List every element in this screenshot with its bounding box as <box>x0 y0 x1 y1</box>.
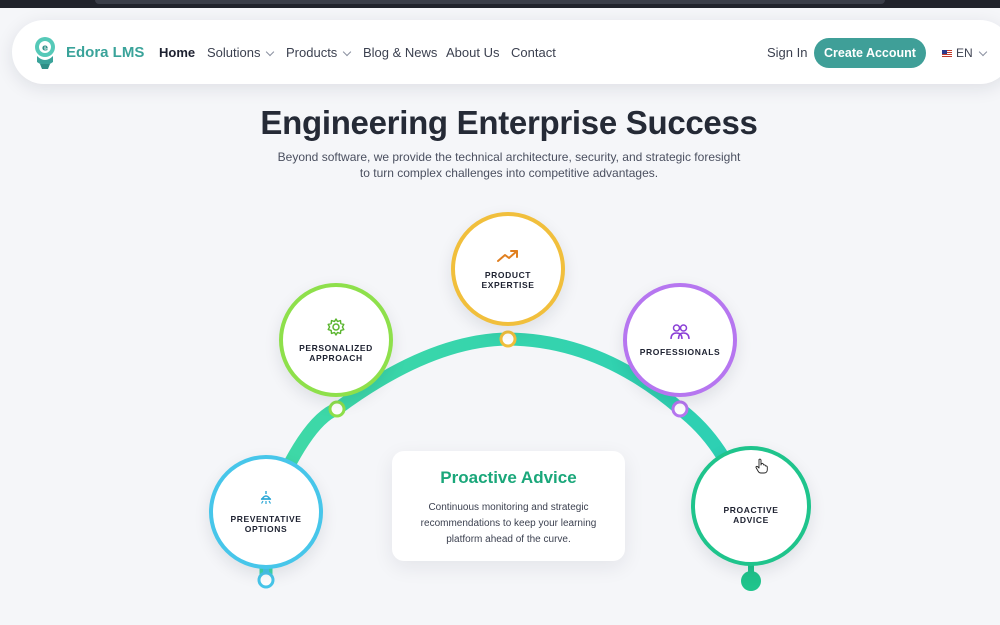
hero-title: Engineering Enterprise Success <box>260 104 758 142</box>
hand-cursor-icon <box>755 458 768 474</box>
nav-blog-news[interactable]: Blog & News <box>363 45 438 60</box>
hero-subtitle-line-2: to turn complex challenges into competit… <box>359 166 659 180</box>
node-label: PROFESSIONALS <box>639 347 721 357</box>
lamp-icon <box>260 491 272 504</box>
gear-icon <box>327 318 345 336</box>
detail-card-title: Proactive Advice <box>440 468 577 487</box>
node-professionals[interactable]: PROFESSIONALS <box>623 283 737 397</box>
node-label-line: PRODUCT <box>484 270 532 280</box>
node-label-line: PROACTIVE <box>723 505 779 515</box>
node-dot-personalized <box>328 400 346 418</box>
language-label: EN <box>956 46 973 60</box>
sign-in-link[interactable]: Sign In <box>767 45 808 60</box>
nav-solutions-label: Solutions <box>207 45 261 60</box>
nav-solutions[interactable]: Solutions <box>207 45 275 60</box>
language-selector[interactable]: EN <box>942 46 987 60</box>
node-label-line: PERSONALIZED <box>299 343 373 353</box>
navbar: e Edora LMS Home Solutions Products Blog… <box>12 20 1000 84</box>
svg-text:e: e <box>42 44 48 54</box>
nav-home[interactable]: Home <box>159 45 196 60</box>
node-label-line: EXPERTISE <box>481 280 535 290</box>
brand-name[interactable]: Edora LMS <box>66 44 145 61</box>
hero-subtitle-line-1: Beyond software, we provide the technica… <box>277 150 741 164</box>
browser-top-strip <box>0 0 1000 8</box>
hero-subtitle: Beyond software, we provide the technica… <box>270 149 748 181</box>
detail-card-text: Continuous monitoring and strategic reco… <box>420 502 597 545</box>
create-account-button[interactable]: Create Account <box>814 38 926 68</box>
node-label-line: APPROACH <box>309 353 363 363</box>
node-dot-professionals <box>671 400 689 418</box>
node-dot-product <box>499 330 517 348</box>
users-icon <box>670 324 690 340</box>
trending-up-icon <box>497 250 518 262</box>
nav-products[interactable]: Products <box>286 45 352 60</box>
nav-products-label: Products <box>286 45 338 60</box>
nav-about-us[interactable]: About Us <box>446 45 500 60</box>
node-label-line: PREVENTATIVE <box>230 514 302 524</box>
node-dot-proactive <box>741 571 761 591</box>
node-dot-preventative <box>257 571 275 589</box>
node-label-line: OPTIONS <box>244 524 288 534</box>
brand-logo-icon[interactable]: e <box>32 36 58 70</box>
nav-contact[interactable]: Contact <box>511 45 556 60</box>
browser-top-bar <box>95 0 885 4</box>
detail-card: Proactive Advice Continuous monitoring a… <box>392 451 625 561</box>
us-flag-icon <box>942 50 952 57</box>
node-label-line: ADVICE <box>733 515 769 525</box>
